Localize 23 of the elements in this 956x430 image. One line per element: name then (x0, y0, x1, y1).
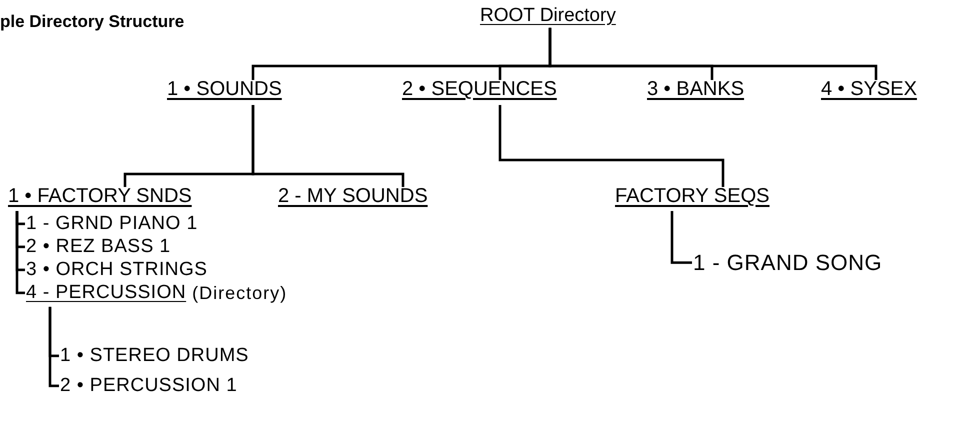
directory-label: 4 • SYSEX (821, 78, 917, 101)
directory-label: ROOT Directory (480, 5, 616, 27)
directory-label: 1 - GRAND SONG (693, 250, 882, 276)
directory-label: 4 - PERCUSSION (26, 282, 186, 304)
diagram-title: ple Directory Structure (0, 12, 184, 32)
directory-label: 1 • SOUNDS (167, 78, 282, 101)
tree-line (252, 105, 404, 187)
directory-label: 2 • REZ BASS 1 (26, 236, 171, 258)
directory-label: 1 • FACTORY SNDS (8, 185, 192, 208)
directory-label: FACTORY SEQS (615, 185, 770, 208)
tree-line (548, 28, 878, 80)
directory-note: (Directory) (192, 283, 288, 304)
directory-label: 3 • BANKS (647, 78, 744, 101)
tree-line (48, 306, 59, 388)
directory-label: 1 - GRND PIANO 1 (26, 213, 198, 235)
directory-label: 2 • PERCUSSION 1 (60, 375, 238, 397)
directory-label: 2 • SEQUENCES (402, 78, 557, 101)
tree-line (16, 211, 25, 294)
directory-label: 2 - MY SOUNDS (278, 185, 428, 208)
tree-line (498, 105, 724, 187)
directory-label: 1 • STEREO DRUMS (60, 345, 249, 367)
directory-label: 3 • ORCH STRINGS (26, 259, 208, 281)
tree-line (670, 211, 692, 264)
